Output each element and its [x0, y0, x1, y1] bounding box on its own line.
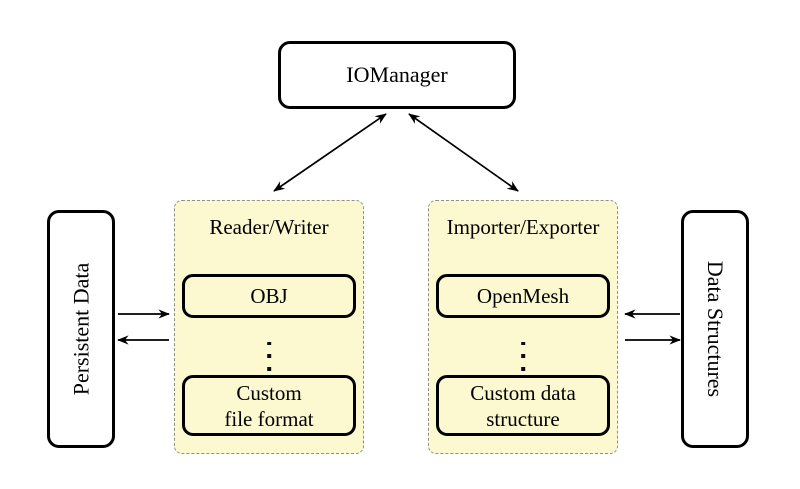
- node-custom-file-format: Custom file format: [182, 375, 356, 436]
- node-persistent-data-label: Persistent Data: [68, 262, 93, 396]
- node-iomanager-label: IOManager: [346, 62, 448, 87]
- node-openmesh: OpenMesh: [436, 274, 610, 318]
- node-obj-label: OBJ: [250, 284, 288, 308]
- vertical-ellipsis-icon: [521, 337, 525, 375]
- vertical-ellipsis-icon: [267, 337, 271, 375]
- arrow-iomanager-readerwriter: [273, 113, 387, 192]
- panel-importer-exporter: Importer/Exporter OpenMesh Custom data s…: [428, 200, 618, 454]
- node-data-structures: Data Structures: [681, 210, 749, 448]
- node-custom-data-structure-label: Custom data structure: [470, 380, 576, 431]
- arrow-iomanager-importerexporter: [408, 113, 519, 192]
- node-persistent-data: Persistent Data: [47, 210, 115, 448]
- panel-reader-writer: Reader/Writer OBJ Custom file format: [174, 200, 364, 454]
- node-obj: OBJ: [182, 274, 356, 318]
- panel-reader-writer-title: Reader/Writer: [209, 215, 329, 239]
- panel-importer-exporter-title: Importer/Exporter: [446, 215, 600, 239]
- node-openmesh-label: OpenMesh: [476, 284, 570, 308]
- node-custom-file-format-label: Custom file format: [224, 380, 314, 431]
- node-iomanager: IOManager: [278, 41, 516, 109]
- node-data-structures-label: Data Structures: [703, 260, 729, 398]
- node-custom-data-structure: Custom data structure: [436, 375, 610, 436]
